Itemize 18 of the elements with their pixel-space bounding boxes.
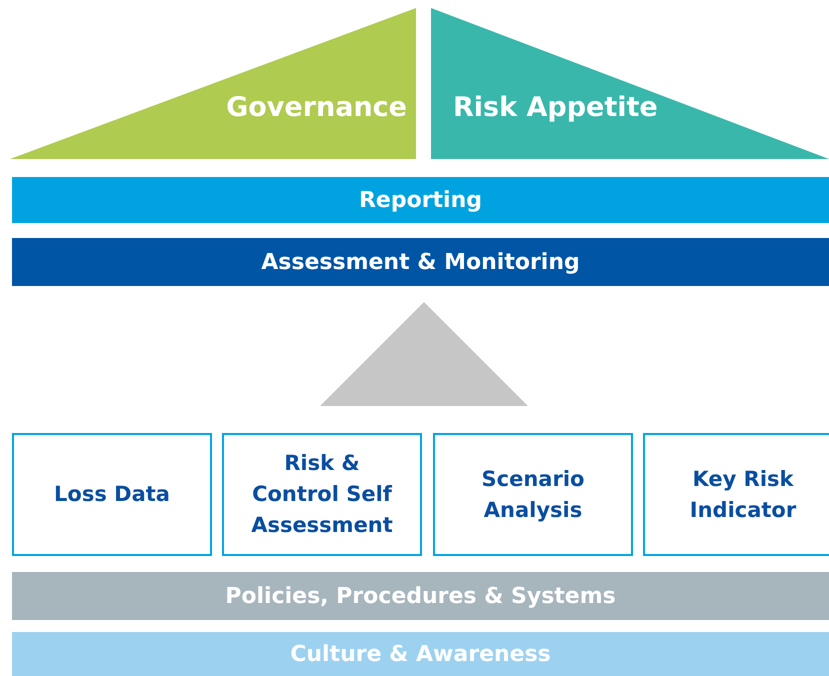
foundation-band <box>12 572 829 620</box>
band-label: Assessment & Monitoring <box>261 250 580 274</box>
band-label: Policies, Procedures & Systems <box>225 584 616 608</box>
pillar-label: Loss Data <box>54 481 170 508</box>
band-label: Culture & Awareness <box>290 642 551 666</box>
pillar-label: Key Risk Indicator <box>688 466 798 524</box>
pillar-label: Scenario Analysis <box>480 466 586 524</box>
reporting-band <box>12 177 829 223</box>
roof-label: Governance <box>226 92 407 123</box>
pillar-box <box>222 433 422 556</box>
band-label: Reporting <box>358 188 482 212</box>
foundation-band <box>12 632 829 676</box>
roof-label: Risk Appetite <box>453 92 658 123</box>
pillar-label: Risk & Control Self Assessment <box>250 450 394 539</box>
pillar-box <box>643 433 829 556</box>
assessment-band <box>12 238 829 286</box>
pillar-box <box>433 433 633 556</box>
pillar-box <box>12 433 212 556</box>
